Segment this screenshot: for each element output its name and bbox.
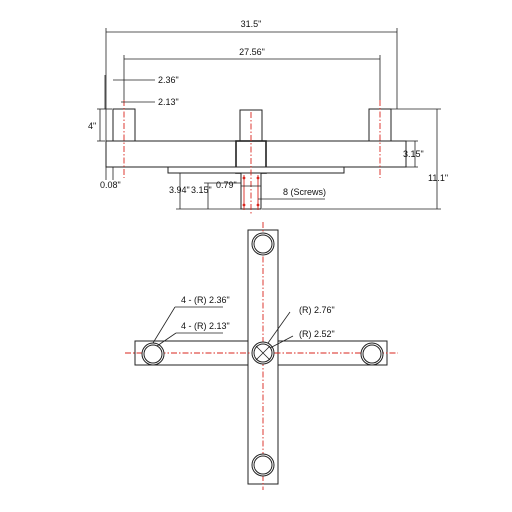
outer-radius-note: 4 - (R) 2.36"	[181, 295, 230, 305]
side-screw-dot-1	[242, 176, 246, 180]
top-view: 4 - (R) 2.36" 4 - (R) 2.13" (R) 2.76" (R…	[125, 222, 398, 490]
dim-stem-a: 3.94"	[169, 185, 190, 195]
center-outer-radius: (R) 2.76"	[299, 305, 335, 315]
dim-right: 3.15"	[403, 149, 424, 159]
side-view: 31.5" 27.56" 2.36" 2.13" 4" 0.08" 3.15" …	[88, 19, 448, 215]
hole-left	[141, 342, 165, 366]
dim-stem-b: 3.15"	[191, 185, 212, 195]
dim-total-height: 11.1"	[428, 173, 448, 183]
center-hub	[251, 341, 275, 365]
dim-post-height: 4"	[88, 121, 96, 131]
dim-post-inner: 2.13"	[158, 97, 179, 107]
dim-offset: 0.08"	[100, 180, 121, 190]
side-screw-dot-3	[242, 203, 246, 207]
hole-top	[251, 232, 275, 256]
screws-note: 8 (Screws)	[283, 187, 326, 197]
dim-post-spacing: 27.56"	[239, 47, 265, 57]
inner-radius-note: 4 - (R) 2.13"	[181, 321, 230, 331]
dim-post-outer: 2.36"	[158, 75, 179, 85]
hole-right	[360, 342, 384, 366]
dim-overall-width: 31.5"	[241, 19, 262, 29]
dim-center-width: 0.79"	[216, 180, 237, 190]
side-screw-dot-2	[256, 176, 260, 180]
hole-bottom	[251, 453, 275, 477]
side-flange	[167, 166, 345, 174]
side-screw-dot-4	[256, 203, 260, 207]
center-inner-radius: (R) 2.52"	[299, 329, 335, 339]
